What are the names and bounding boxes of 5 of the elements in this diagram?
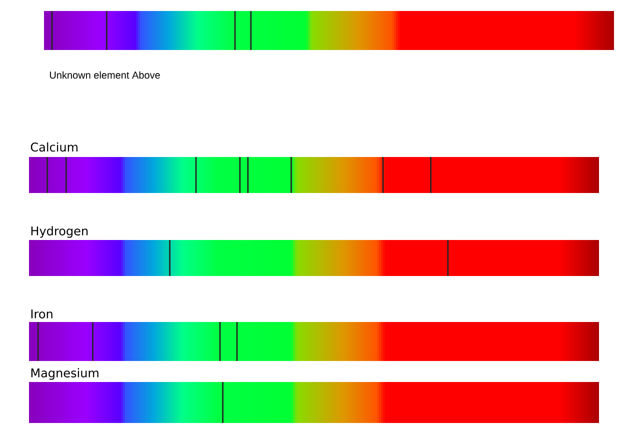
spectrum-label: Magnesium bbox=[31, 368, 98, 380]
spectrum-label: Unknown element Above bbox=[50, 71, 160, 79]
spectrum-label: Iron bbox=[31, 310, 52, 318]
spectrum-label: Calcium bbox=[30, 142, 78, 152]
spectrum-label: Hydrogen bbox=[31, 226, 88, 238]
